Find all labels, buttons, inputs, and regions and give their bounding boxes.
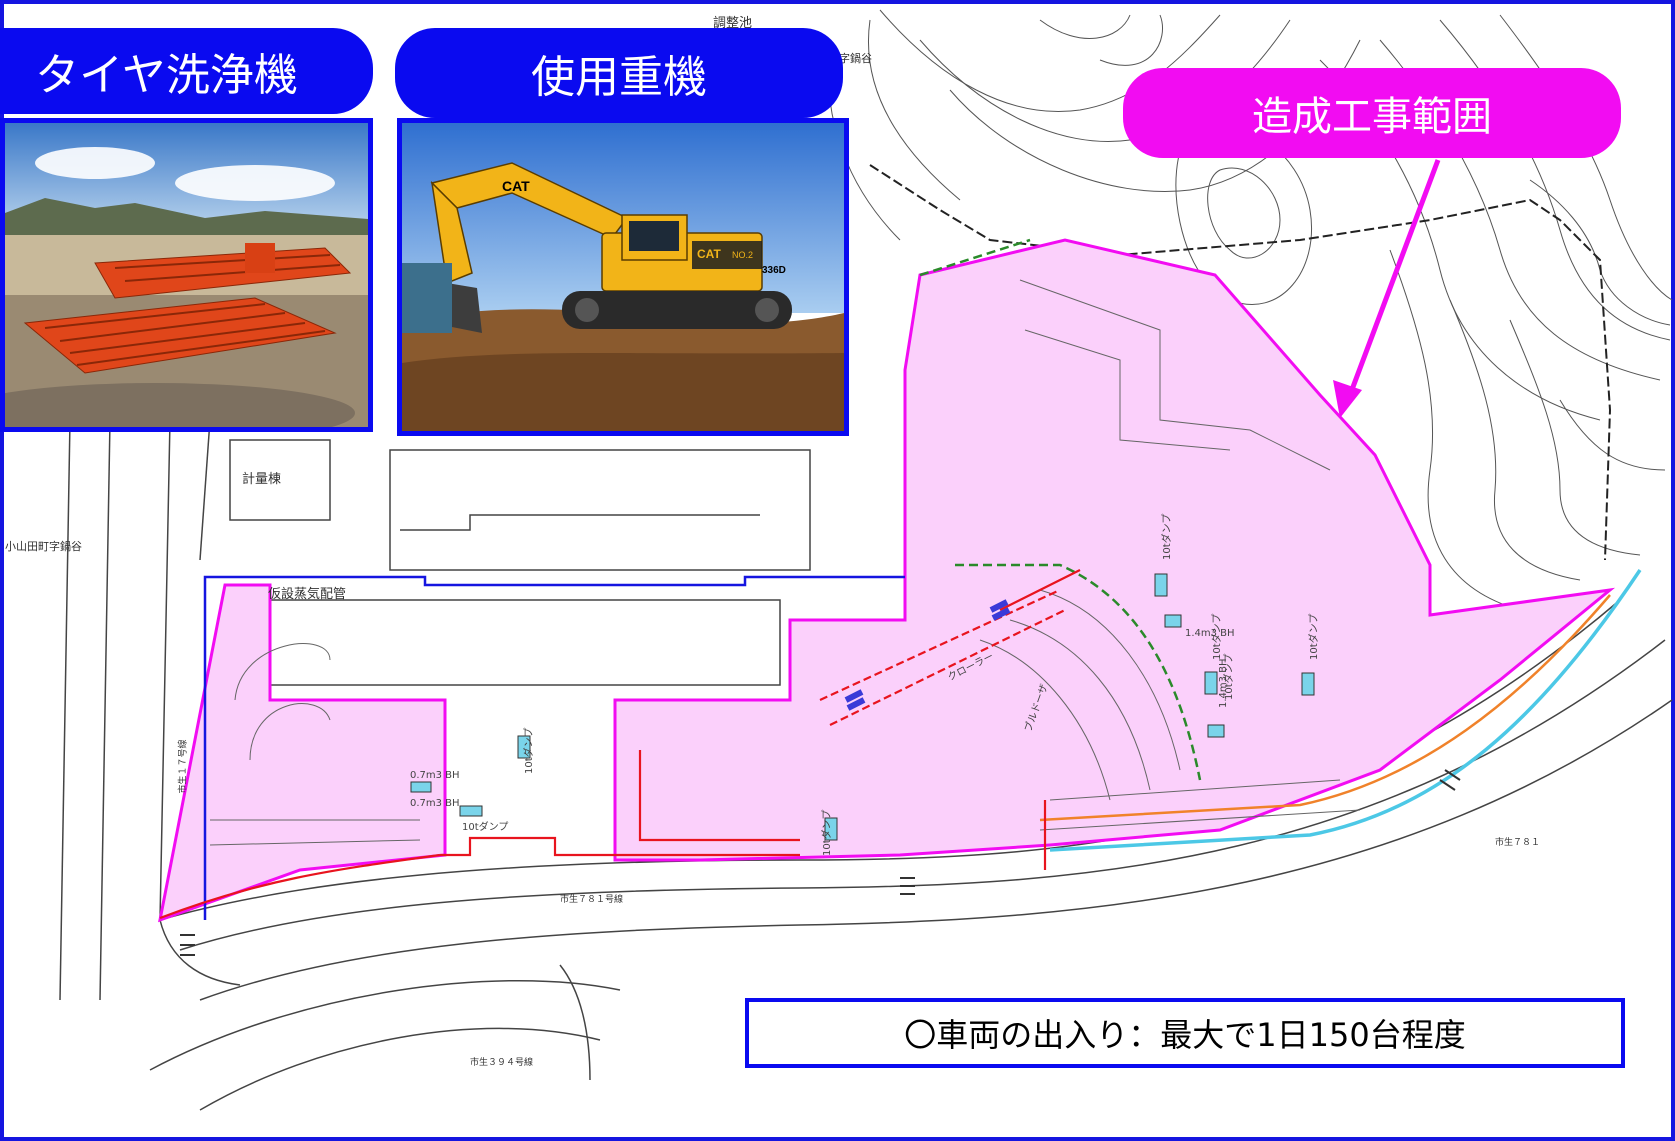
site-blue-outline [203, 575, 905, 920]
construction-area-arrow-line [1347, 159, 1441, 396]
green-dashed-boundary-top [919, 238, 1031, 277]
bh-label-3: 0.7m3 BH [410, 770, 460, 781]
bh-label-1: 1.4m3 BH [1185, 628, 1235, 639]
cyan-route [1049, 569, 1642, 852]
excavator-illustration: CAT CAT NO.2 336D [402, 123, 844, 431]
slope-hatching [209, 279, 1361, 846]
dump-label-4: 10tダンプ [524, 727, 535, 774]
dump-label-3: 10tダンプ [1309, 613, 1320, 660]
construction-area-title: 造成工事範囲 [1123, 68, 1621, 158]
excavator-brand-side-text: CAT [697, 247, 721, 261]
road-southwest-label: 市生３９４号線 [470, 1058, 534, 1068]
red-routes [159, 569, 1081, 920]
crosswalks [180, 769, 1461, 956]
bh-label-2: 1.4m3 BH [1218, 658, 1229, 708]
construction-area-arrow-head [1333, 380, 1362, 418]
excavator-model-text: 336D [762, 265, 786, 276]
road-south-label: 市生７８１号線 [560, 895, 624, 905]
road-east-label: 市生７８１ [1495, 838, 1541, 848]
direction-arrows [844, 599, 1011, 711]
orange-route [1039, 594, 1611, 822]
bh-label-4: 0.7m3 BH [410, 798, 460, 809]
tire-washer-illustration [5, 123, 368, 427]
dump-label-1: 10tダンプ [1162, 513, 1173, 560]
vehicle-traffic-note: 〇車両の出入り：最大で1日150台程度 [745, 998, 1625, 1068]
steam-pipe-label: 仮設蒸気配管 [268, 587, 347, 602]
dump-label-5: 10tダンプ [462, 822, 509, 833]
heavy-machinery-title: 使用重機 [395, 28, 843, 118]
construction-area-east [613, 238, 1616, 862]
excavator-photo: CAT CAT NO.2 336D [397, 118, 849, 436]
tire-washer-title: タイヤ洗浄機 [0, 28, 373, 114]
excavator-brand-text: CAT [502, 178, 530, 194]
excavator-number-text: NO.2 [732, 250, 753, 260]
town-west-label: 小山田町字鍋谷 [5, 540, 82, 553]
road-west-label: 市生１７号線 [178, 739, 189, 794]
tire-washer-photo [0, 118, 373, 432]
west-road [59, 419, 241, 1001]
equipment-icons [410, 573, 1315, 841]
vehicle-traffic-note-text: 〇車両の出入り：最大で1日150台程度 [904, 1016, 1466, 1054]
plant-buildings [229, 439, 811, 686]
pond-label: 調整池 [713, 16, 753, 31]
dump-label-6: 10tダンプ [822, 809, 833, 856]
weigh-station-label: 計量棟 [242, 472, 282, 487]
construction-area-west [158, 583, 447, 923]
site-boundary-line [869, 164, 1612, 561]
